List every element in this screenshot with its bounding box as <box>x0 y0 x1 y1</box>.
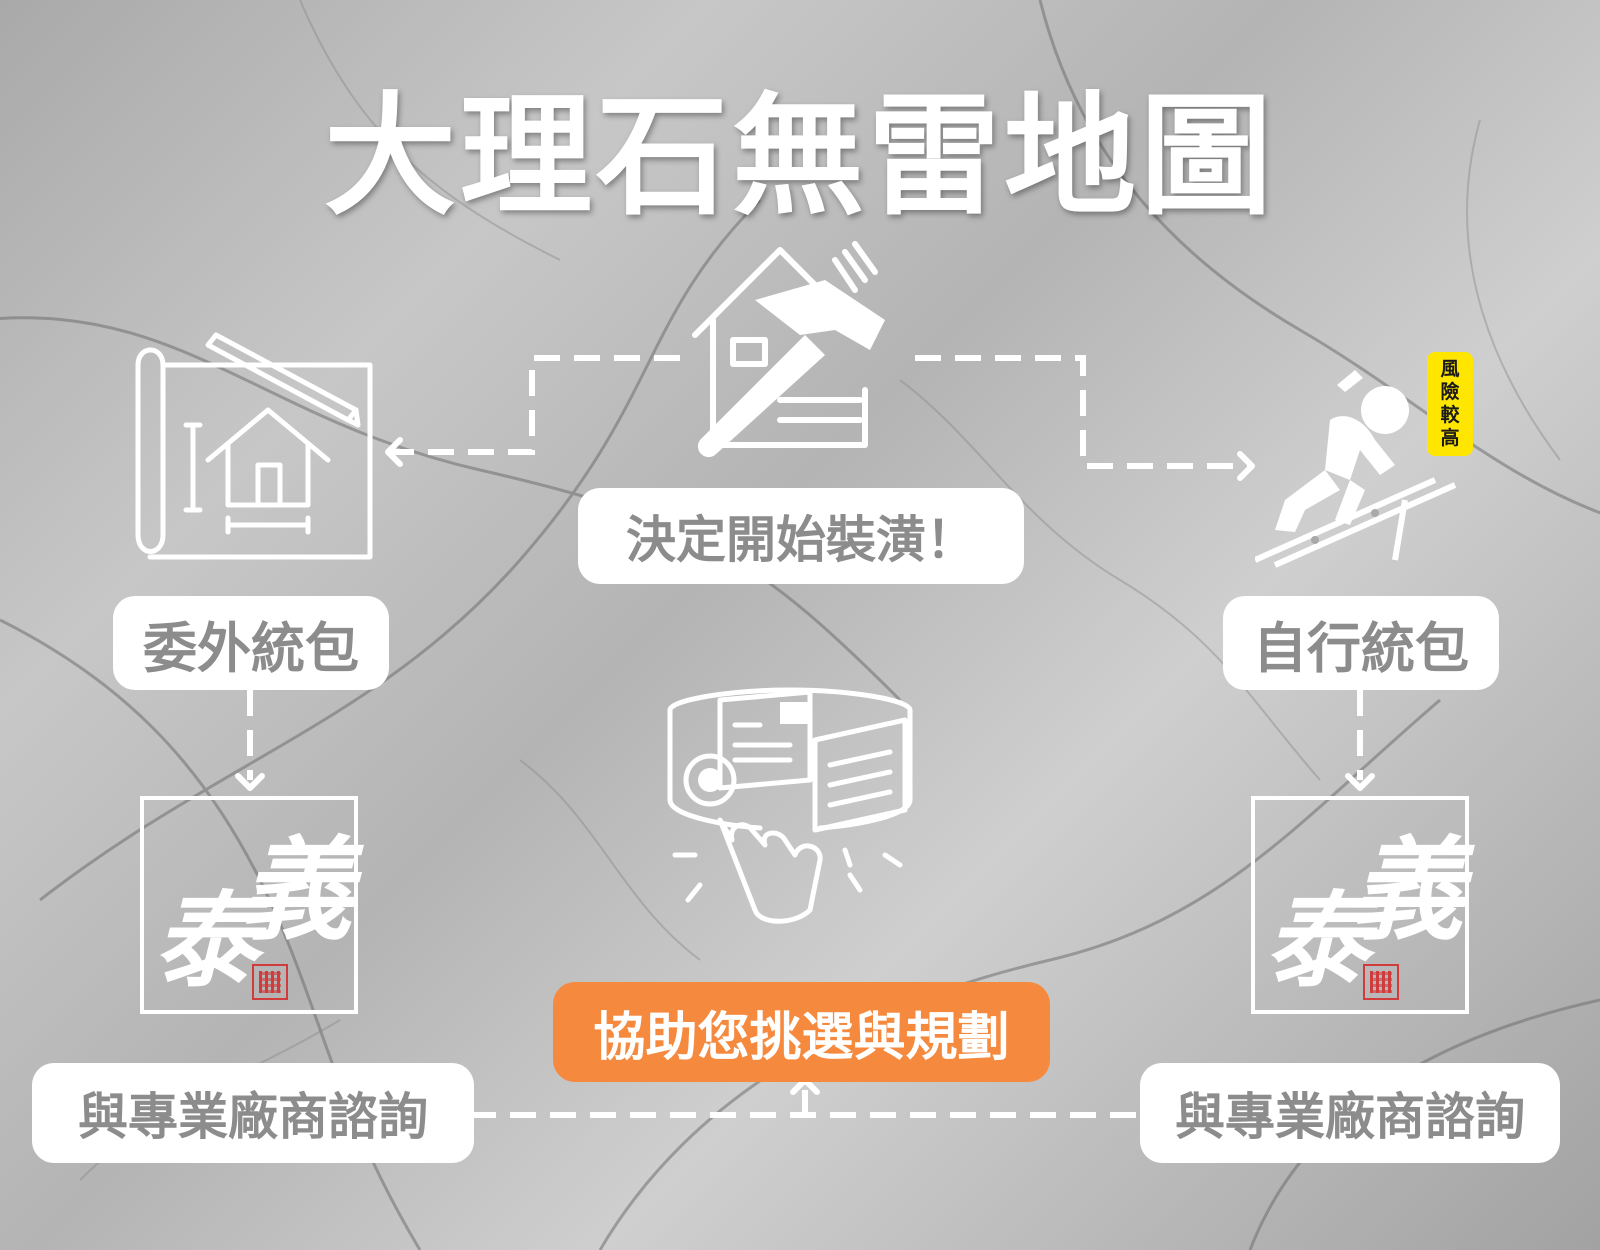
self-manage-box: 自行統包 <box>1223 596 1499 690</box>
arrowhead-left <box>385 437 403 467</box>
outsource-label: 委外統包 <box>143 616 359 680</box>
arrowhead-right <box>1237 451 1255 481</box>
consult-box-left: 與專業廠商諮詢 <box>32 1063 474 1163</box>
risk-badge-text: 風險較高 <box>1440 358 1460 449</box>
start-label: 決定開始裝潢！ <box>626 511 976 569</box>
self-manage-label: 自行統包 <box>1253 616 1469 680</box>
brand-stamp-right: 泰 義 <box>1251 796 1469 1014</box>
qr-seal-icon <box>252 964 288 1000</box>
risk-badge: 風險較高 <box>1427 352 1473 456</box>
connector-start-to-right <box>915 355 1250 469</box>
outsource-box: 委外統包 <box>113 596 389 690</box>
qr-seal-icon <box>1363 964 1399 1000</box>
connector-start-to-left <box>392 355 680 455</box>
brand-stamp-left: 泰 義 <box>140 796 358 1014</box>
assist-label: 協助您挑選與規劃 <box>593 1007 1010 1068</box>
assist-box: 協助您挑選與規劃 <box>553 982 1050 1082</box>
stamp-char-1: 泰 <box>1265 879 1370 1002</box>
start-box: 決定開始裝潢！ <box>578 488 1024 584</box>
touch-screen-panel-icon <box>667 687 913 924</box>
consult-box-right: 與專業廠商諮詢 <box>1140 1063 1560 1163</box>
consult-label-right: 與專業廠商諮詢 <box>1175 1088 1525 1146</box>
page-title: 大理石無雷地圖 <box>324 80 1276 234</box>
roofer-worker-icon <box>1255 370 1457 568</box>
arrowhead-left-down <box>235 773 265 791</box>
consult-label-left: 與專業廠商諮詢 <box>78 1088 428 1146</box>
arrowhead-right-down <box>1345 773 1375 791</box>
stamp-char-2: 義 <box>1351 825 1463 956</box>
stamp-char-1: 泰 <box>154 879 259 1002</box>
blueprint-house-icon <box>135 332 373 560</box>
stamp-char-2: 義 <box>240 825 352 956</box>
house-hammer-icon <box>692 241 885 458</box>
